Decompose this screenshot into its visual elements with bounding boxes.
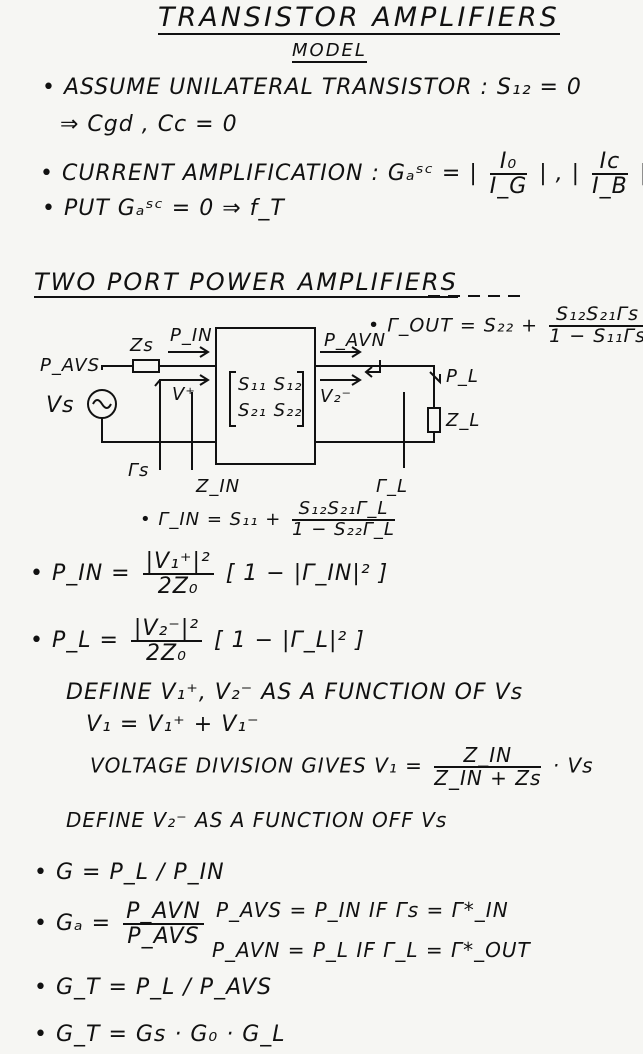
sine-glyph — [92, 399, 112, 409]
p-in-equation: • P_IN = |V₁⁺|² 2Z₀ [ 1 − |Γ_IN|² ] — [30, 550, 388, 598]
v2-minus-arrow — [320, 374, 362, 386]
condition-avn-line: P_AVN = P_L IF Γ_L = Γ*_OUT — [212, 938, 531, 962]
gain-g-line: • G = P_L / P_IN — [34, 860, 225, 885]
current-amp-num-1: I₀ — [489, 150, 528, 176]
voltage-division-den: Z_IN + Zs — [434, 766, 542, 790]
ga-fraction: P_AVN P_AVS — [123, 900, 204, 948]
gain-ga-line: • Gₐ = P_AVN P_AVS — [34, 900, 208, 948]
source-bottom-wire — [101, 418, 216, 443]
voltage-division-suffix: · Vs — [552, 753, 594, 778]
voltage-division-fraction: Z_IN Z_IN + Zs — [434, 745, 542, 790]
p-in-den: 2Z₀ — [157, 574, 199, 600]
current-amplification-line: • CURRENT AMPLIFICATION : Gₐˢᶜ = | I₀ I_… — [40, 150, 643, 198]
gamma-out-fraction: S₁₂S₂₁Γs 1 − S₁₁Γs — [549, 304, 643, 347]
v-plus-arrow — [168, 374, 210, 386]
two-port-box — [215, 327, 316, 465]
current-amp-mid: | , | — [539, 161, 581, 187]
p-l-fraction: |V₂⁻|² 2Z₀ — [130, 617, 203, 667]
zs-resistor — [132, 359, 160, 373]
gamma-out-prefix: • Γ_OUT = S₂₂ + — [368, 314, 539, 337]
p-l-equation: • P_L = |V₂⁻|² 2Z₀ [ 1 − |Γ_L|² ] — [30, 617, 365, 665]
gain-gt-line: • G_T = P_L / P_AVS — [34, 975, 273, 1000]
voltage-division-prefix: VOLTAGE DIVISION GIVES V₁ = — [90, 753, 423, 778]
current-amp-den-2: I_B — [592, 174, 628, 200]
gamma-in-den: 1 − S₂₂Γ_L — [292, 518, 395, 540]
current-amp-fraction-1: I₀ I_G — [489, 150, 528, 200]
two-port-heading: TWO PORT POWER AMPLIFIERS — [34, 268, 458, 298]
gamma-out-formula: • Γ_OUT = S₂₂ + S₁₂S₂₁Γs 1 − S₁₁Γs — [368, 304, 643, 347]
voltage-source-symbol — [87, 389, 117, 419]
current-amp-den-1: I_G — [489, 174, 528, 200]
zs-label: Zs — [130, 335, 154, 356]
gamma-in-num: S₁₂S₂₁Γ_L — [292, 499, 395, 521]
ga-den: P_AVS — [127, 924, 200, 950]
current-amp-num-2: Ic — [592, 150, 628, 176]
gamma-in-prefix: • Γ_IN = S₁₁ + — [140, 508, 282, 530]
gamma-out-return-arrow — [364, 360, 381, 378]
ga-num: P_AVN — [123, 900, 204, 926]
gamma-in-fraction: S₁₂S₂₁Γ_L 1 − S₂₂Γ_L — [292, 499, 395, 540]
p-l-num: |V₂⁻|² — [130, 617, 203, 643]
zl-resistor — [427, 407, 441, 433]
define-v-line: DEFINE V₁⁺, V₂⁻ AS A FUNCTION OF Vs — [66, 680, 524, 705]
put-gsc-line: • PUT Gₐˢᶜ = 0 ⇒ f_T — [42, 196, 285, 221]
p-avn-label: P_AVN — [324, 330, 387, 351]
p-in-num: |V₁⁺|² — [142, 550, 214, 576]
section-subtitle-model: MODEL — [292, 40, 367, 63]
define-v2-line: DEFINE V₂⁻ AS A FUNCTION OFF Vs — [66, 808, 448, 832]
output-bottom-wire — [315, 432, 435, 443]
gamma-out-num: S₁₂S₂₁Γs — [549, 304, 643, 327]
cgd-cc-line: ⇒ Cgd , Cc = 0 — [60, 112, 238, 137]
condition-avs-line: P_AVS = P_IN IF Γs = Γ*_IN — [216, 898, 509, 922]
v2-minus-label: V₂⁻ — [320, 386, 353, 407]
z-in-label: Z_IN — [196, 476, 241, 497]
ga-prefix: • Gₐ = — [34, 911, 112, 937]
zl-label: Z_L — [446, 410, 481, 431]
matrix-left-bracket — [229, 371, 236, 427]
p-in-label: P_IN — [170, 325, 213, 346]
voltage-division-line: VOLTAGE DIVISION GIVES V₁ = Z_IN Z_IN + … — [90, 745, 594, 789]
pl-label: P_L — [446, 366, 479, 387]
gain-gt-product-line: • G_T = Gs · G₀ · G_L — [34, 1022, 286, 1047]
p-avs-label: P_AVS — [40, 355, 101, 376]
v-plus-label: V⁺ — [172, 384, 196, 405]
gamma-s-label: Γs — [128, 460, 150, 481]
p-l-suffix: [ 1 − |Γ_L|² ] — [214, 628, 365, 654]
vs-label: Vs — [46, 393, 75, 418]
p-l-prefix: • P_L = — [30, 628, 119, 654]
p-in-fraction: |V₁⁺|² 2Z₀ — [142, 550, 214, 600]
p-l-den: 2Z₀ — [146, 641, 187, 667]
p-in-arrow — [168, 346, 210, 358]
current-amp-prefix: • CURRENT AMPLIFICATION : Gₐˢᶜ = | — [40, 161, 478, 187]
gamma-l-label: Γ_L — [376, 476, 409, 497]
pl-arrow — [429, 371, 441, 385]
matrix-row-1: S₁₁ S₁₂ — [238, 374, 303, 395]
gamma-s-reflection-arrow — [154, 379, 168, 470]
matrix-right-bracket — [297, 371, 304, 427]
current-amp-suffix: | — [640, 161, 643, 186]
p-avn-arrow — [320, 346, 362, 358]
gamma-in-formula: • Γ_IN = S₁₁ + S₁₂S₂₁Γ_L 1 − S₂₂Γ_L — [140, 499, 399, 540]
matrix-row-2: S₂₁ S₂₂ — [238, 400, 303, 421]
current-amp-fraction-2: Ic I_B — [592, 150, 628, 198]
v1-sum-line: V₁ = V₁⁺ + V₁⁻ — [86, 712, 260, 737]
source-top-wire — [101, 365, 133, 370]
page-title: TRANSISTOR AMPLIFIERS — [158, 2, 560, 35]
output-top-wire — [315, 365, 435, 408]
p-in-suffix: [ 1 − |Γ_IN|² ] — [225, 561, 389, 587]
p-in-prefix: • P_IN = — [30, 561, 131, 587]
assume-unilateral-line: • ASSUME UNILATERAL TRANSISTOR : S₁₂ = 0 — [42, 75, 582, 100]
voltage-division-num: Z_IN — [434, 745, 542, 768]
gamma-out-den: 1 − S₁₁Γs — [549, 324, 643, 347]
